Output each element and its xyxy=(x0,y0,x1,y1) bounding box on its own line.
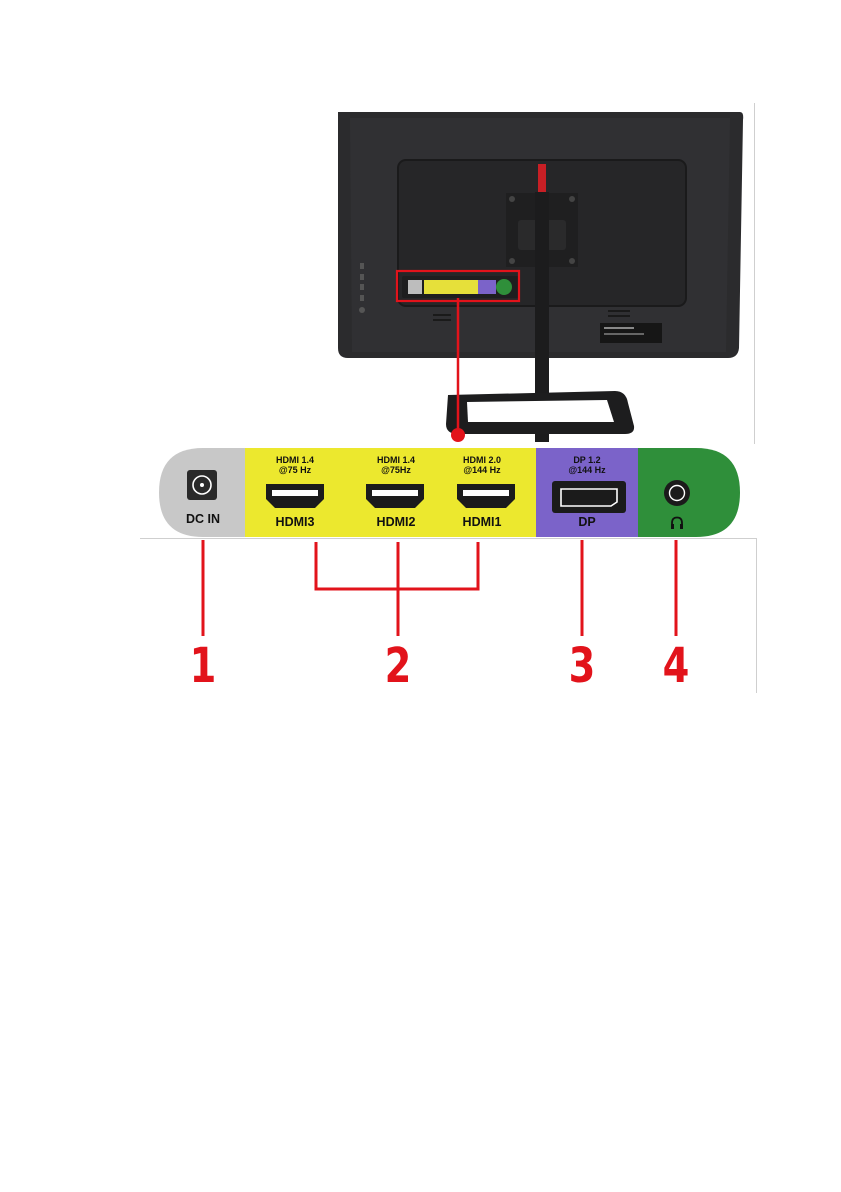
callout-number-1: 1 xyxy=(189,638,216,694)
callout-number-3: 3 xyxy=(568,638,597,694)
callout-lines xyxy=(0,0,841,700)
callout-number-2: 2 xyxy=(384,638,413,694)
callout-number-4: 4 xyxy=(662,638,691,694)
